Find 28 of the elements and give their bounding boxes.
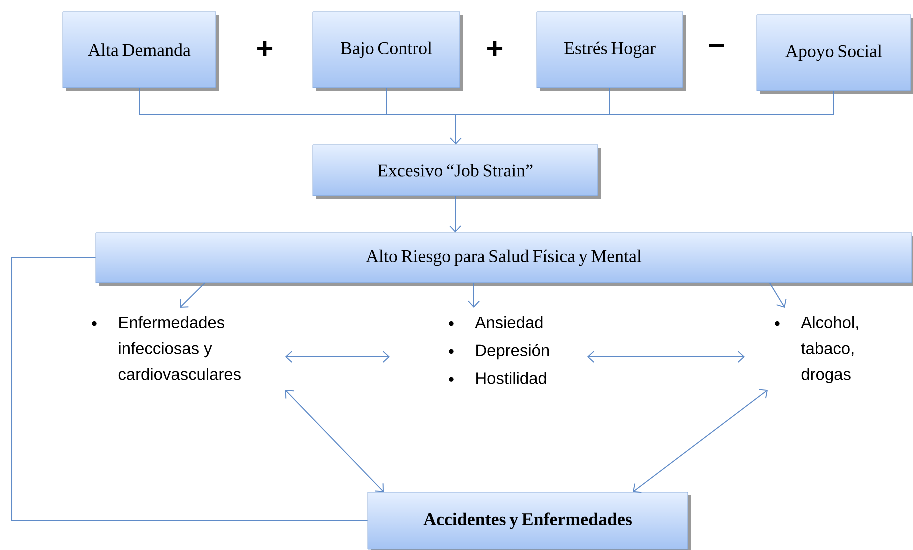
bullet-list: Enfermedades infecciosas y cardiovasculares — [92, 316, 241, 380]
process-box: Bajo Control — [312, 12, 463, 91]
node-label: Enfermedades infecciosas y cardiovasculares — [118, 316, 241, 380]
process-box: Alta Demanda — [62, 12, 219, 91]
arrow — [285, 390, 384, 492]
bullet-list: Alcohol, tabaco, drogas — [775, 316, 858, 384]
operator-sign: + — [488, 41, 503, 56]
operator-sign: + — [258, 41, 273, 56]
arrow — [770, 282, 787, 308]
arrow — [587, 350, 745, 363]
arrow — [468, 282, 480, 308]
process-box: Apoyo Social — [756, 14, 913, 94]
node-label: Hostilidad — [476, 372, 546, 384]
process-box: Accidentes y Enfermedades — [368, 492, 691, 550]
process-box: Alto Riesgo para Salud Física y Mental — [96, 232, 913, 286]
bullet-list: Ansiedad Depresión Hostilidad — [449, 316, 550, 384]
arrow — [450, 196, 462, 233]
operator-sign: − — [710, 44, 724, 48]
process-box: Estrés Hogar — [536, 12, 686, 91]
arrow — [180, 282, 206, 308]
merge-arrow — [139, 88, 834, 145]
node-label: Alcohol, tabaco, drogas — [801, 316, 858, 384]
arrow — [633, 389, 768, 494]
node-label: Ansiedad — [475, 316, 543, 328]
node-label: Depresión — [476, 344, 550, 360]
connector-line — [12, 257, 368, 522]
process-box: Excesivo “Job Strain” — [312, 144, 601, 199]
arrow — [285, 350, 390, 363]
